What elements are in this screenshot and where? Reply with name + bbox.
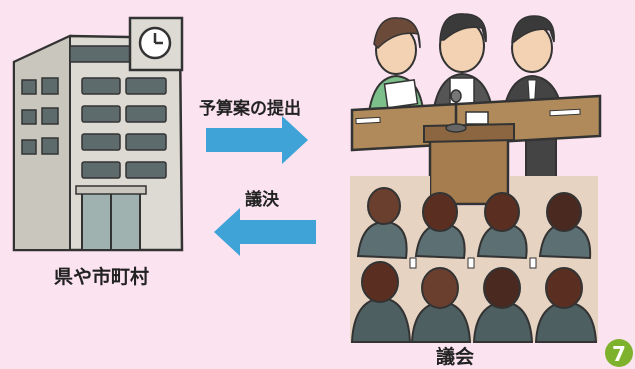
arrow-forward-icon (206, 116, 308, 164)
arrow-back-icon (214, 208, 316, 256)
audience-illustration (350, 176, 598, 343)
clock-icon (138, 26, 172, 60)
arrow-back-label: 議決 (245, 190, 279, 210)
arrow-forward-label: 予算案の提出 (199, 99, 301, 119)
office-building-icon (12, 16, 184, 252)
city-label: 県や市町村 (54, 266, 150, 288)
council-label: 議会 (436, 346, 475, 368)
council-members-illustration (350, 8, 602, 206)
microphone-icon (445, 89, 489, 133)
page-number-badge: 7 (605, 339, 633, 367)
